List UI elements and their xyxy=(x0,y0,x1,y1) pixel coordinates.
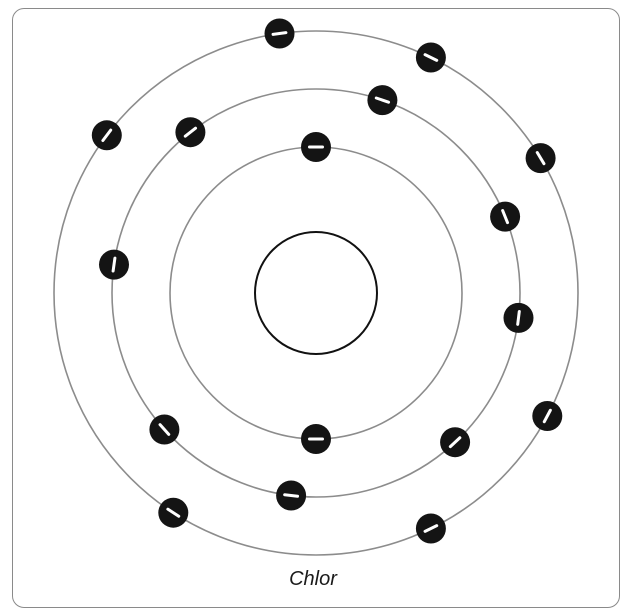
electron xyxy=(276,481,306,511)
electron xyxy=(504,303,534,333)
electron xyxy=(526,143,556,173)
electron xyxy=(440,427,470,457)
electron xyxy=(490,202,520,232)
electron xyxy=(92,120,122,150)
electron xyxy=(158,498,188,528)
electron xyxy=(367,85,397,115)
element-label: Chlor xyxy=(0,568,626,591)
electron xyxy=(301,424,331,454)
minus-icon xyxy=(518,311,520,324)
electron xyxy=(416,43,446,73)
minus-icon xyxy=(273,33,286,35)
minus-icon xyxy=(113,258,115,271)
minus-icon xyxy=(285,495,298,497)
electron xyxy=(416,514,446,544)
electron xyxy=(265,19,295,49)
orbit-group xyxy=(54,31,578,555)
orbit-3 xyxy=(54,31,578,555)
orbit-1 xyxy=(170,147,462,439)
nucleus xyxy=(255,232,377,354)
electron xyxy=(99,250,129,280)
electron xyxy=(532,401,562,431)
electron xyxy=(175,117,205,147)
electron xyxy=(149,415,179,445)
electron xyxy=(301,132,331,162)
electron-group xyxy=(92,19,563,544)
